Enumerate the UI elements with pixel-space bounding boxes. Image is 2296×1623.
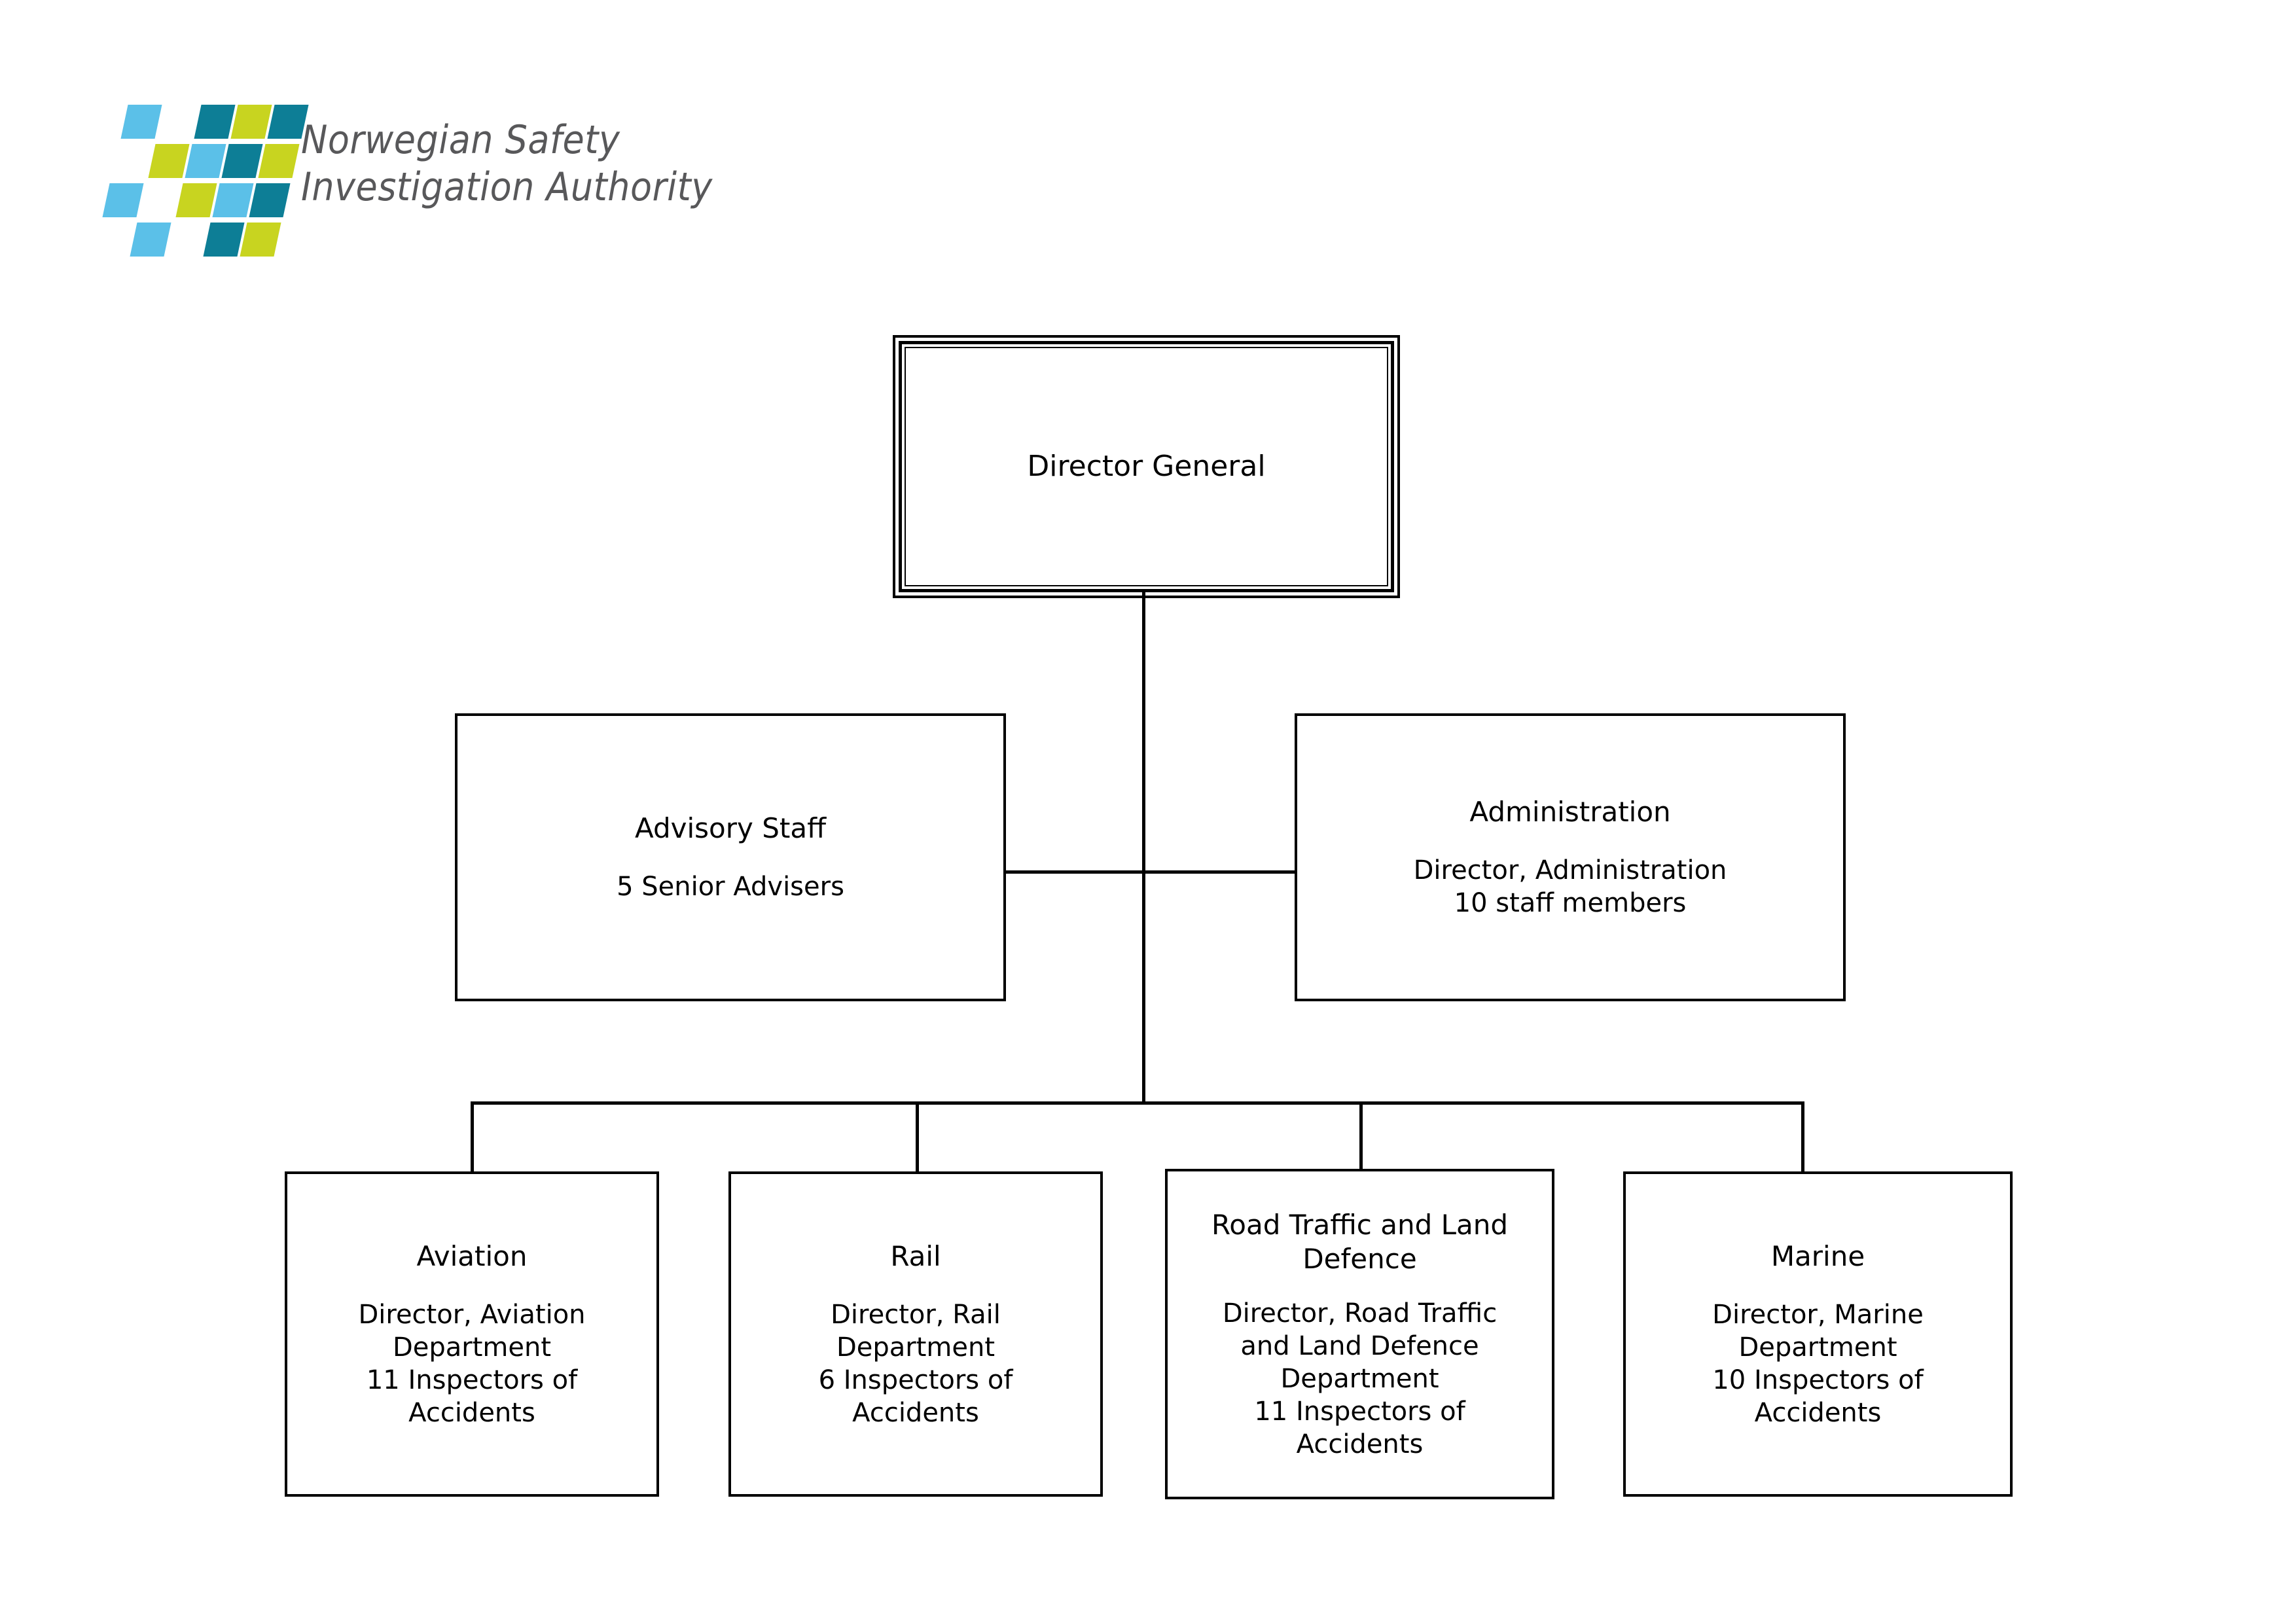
node-aviation-body: Director, Aviation Department 11 Inspect…	[358, 1299, 586, 1428]
node-aviation[interactable]: Aviation Director, Aviation Department 1…	[285, 1171, 659, 1497]
connector-root-stem	[1142, 592, 1145, 1103]
logo-tile	[212, 183, 254, 217]
logo-wordmark-line-1: Norwegian Safety	[301, 117, 620, 163]
logo-mark-icon	[97, 105, 309, 268]
node-director-general[interactable]: Director General	[893, 335, 1400, 598]
node-road-traffic-and-land-defence-title: Road Traffic and Land Defence	[1211, 1208, 1509, 1275]
node-advisory-staff-title: Advisory Staff	[634, 812, 827, 844]
logo-tile	[130, 223, 171, 257]
node-administration-body: Director, Administration 10 staff member…	[1413, 855, 1727, 918]
logo-tile	[203, 223, 245, 257]
logo-tile	[240, 223, 281, 257]
logo-tile	[185, 144, 226, 178]
node-advisory-staff-body: 5 Senior Advisers	[617, 872, 844, 902]
logo-tile	[221, 144, 263, 178]
logo-tile	[249, 183, 291, 217]
node-road-traffic-and-land-defence[interactable]: Road Traffic and Land Defence Director, …	[1165, 1169, 1554, 1499]
logo-tile	[120, 105, 162, 139]
node-rail[interactable]: Rail Director, Rail Department 6 Inspect…	[728, 1171, 1103, 1497]
logo-tile	[258, 144, 300, 178]
logo-tile	[230, 105, 272, 139]
connector-department-bus	[471, 1101, 1804, 1105]
logo-tile	[102, 183, 144, 217]
connector-staff-crossbar	[1003, 870, 1297, 874]
node-advisory-staff[interactable]: Advisory Staff 5 Senior Advisers	[455, 713, 1006, 1001]
node-administration-title: Administration	[1469, 796, 1671, 828]
connector-drop-aviation	[471, 1101, 474, 1173]
node-administration[interactable]: Administration Director, Administration …	[1295, 713, 1846, 1001]
connector-drop-marine	[1801, 1101, 1804, 1173]
node-director-general-title: Director General	[1027, 450, 1266, 483]
node-rail-body: Director, Rail Department 6 Inspectors o…	[818, 1299, 1013, 1428]
logo-wordmark: Norwegian Safety Investigation Authority	[301, 116, 864, 211]
connector-drop-rail	[916, 1101, 919, 1173]
node-marine-title: Marine	[1770, 1240, 1865, 1272]
node-aviation-title: Aviation	[416, 1240, 528, 1272]
node-marine-body: Director, Marine Department 10 Inspector…	[1712, 1299, 1924, 1428]
node-marine[interactable]: Marine Director, Marine Department 10 In…	[1623, 1171, 2013, 1497]
logo-wordmark-line-2: Investigation Authority	[301, 164, 713, 210]
logo-tile	[194, 105, 236, 139]
logo-tile	[175, 183, 217, 217]
node-road-traffic-and-land-defence-body: Director, Road Traffic and Land Defence …	[1222, 1298, 1498, 1459]
node-rail-title: Rail	[890, 1240, 941, 1272]
organisation-logo: Norwegian Safety Investigation Authority	[97, 105, 869, 275]
logo-tile	[148, 144, 190, 178]
connector-drop-road-traffic	[1359, 1101, 1363, 1173]
